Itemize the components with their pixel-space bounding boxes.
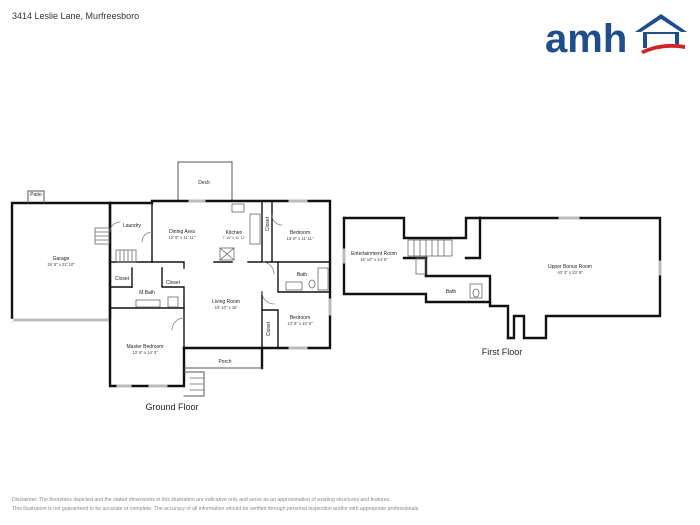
kitchen-fixtures [219,203,261,261]
disclaimer-line-1: Disclaimer: The floorplans depicted and … [12,497,391,503]
room-entertainment-dims: 16' 10" x 14' 6" [360,257,388,262]
room-patio-label: Patio [30,192,42,198]
logo-swoosh-icon [641,43,685,54]
room-bedroom1-label: Bedroom [290,230,310,236]
room-deck-label: Deck [198,180,210,186]
room-master-dims: 13' 6" x 14' 3" [132,350,158,355]
ground-stairs [94,227,137,263]
windows-first [342,216,662,276]
logo-house-roof-icon [635,14,687,32]
first-floor-label: First Floor [482,347,523,357]
room-closet-left-label: Closet [115,276,130,282]
property-address: 3414 Leslie Lane, Murfreesboro [12,11,140,21]
room-porch-label: Porch [218,359,231,365]
logo-house-body-icon [643,32,679,48]
porch-outline [183,367,263,397]
deck-outline [177,161,233,202]
first-floor-fixtures [469,283,483,299]
room-laundry-label: Laundry [123,223,142,229]
room-living-dims: 16' 10" x 16' [215,305,238,310]
door-swings [109,214,283,331]
first-floor-walls [342,216,662,340]
room-closet-kitchen-label: Closet [265,216,271,231]
disclaimer: Disclaimer: The floorplans depicted and … [12,496,692,513]
room-kitchen-dims: 7' 10" x 11' 11" [222,236,246,240]
bath-fixtures [135,267,329,308]
room-garage-dims: 19' 8" x 22' 10" [47,262,75,267]
amh-logo: amh [545,14,687,58]
room-bedroom2-dims: 13' 8" x 10' 6" [287,321,313,326]
ground-floor-label: Ground Floor [145,402,198,412]
room-bedroom1-dims: 13' 8" x 11' 11" [287,236,315,241]
room-bonus-dims: 40' 3" x 23' 8" [557,270,583,275]
room-garage-label: Garage [53,256,70,262]
first-floor-stairs [407,239,453,275]
windows-ground [116,199,332,388]
room-closet-mid-label: Closet [166,280,181,286]
room-dining-label: Dining Area [169,229,195,235]
room-closet-bed2-label: Closet [266,321,272,336]
disclaimer-line-2: This illustration is not guaranteed to b… [12,505,420,512]
logo-text: amh [545,17,627,58]
room-mbath-label: M.Bath [139,290,155,296]
room-kitchen-label: Kitchen [226,230,243,236]
room-first-bath-label: Bath [446,289,457,295]
room-living-label: Living Room [212,299,240,305]
room-master-label: Master Bedroom [127,344,164,350]
room-dining-dims: 12' 9" x 11' 11" [169,235,197,240]
room-bonus-label: Upper Bonus Room [548,264,592,270]
room-entertainment-label: Entertainment Room [351,251,397,257]
patio-outline [27,190,45,204]
room-bedroom2-label: Bedroom [290,315,310,321]
room-bath-label: Bath [297,272,308,278]
